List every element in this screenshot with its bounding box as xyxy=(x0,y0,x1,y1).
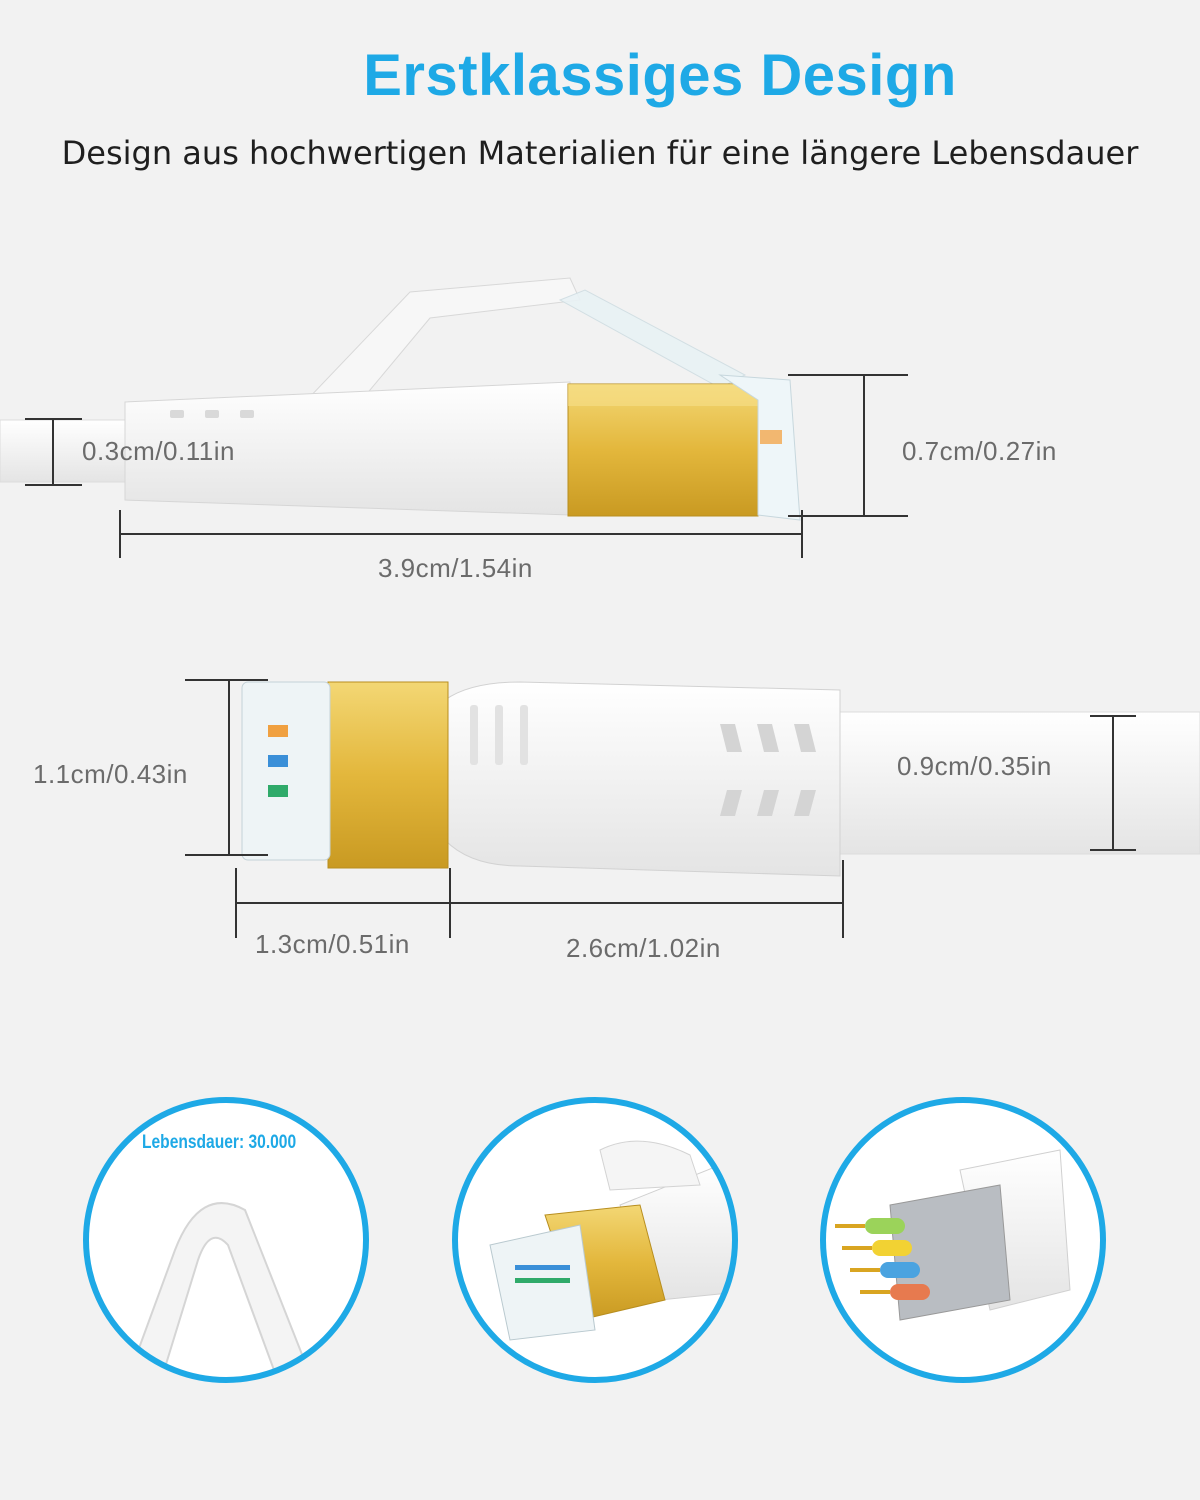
feature-circle-wires xyxy=(820,1097,1106,1383)
side-view-dimension-lines xyxy=(185,679,1136,938)
side-plug-height-label: 1.1cm/0.43in xyxy=(33,759,188,789)
feature-circle-connector xyxy=(452,1097,738,1383)
side-view-connector xyxy=(241,681,1200,877)
top-view-connector xyxy=(0,277,801,521)
top-plug-height-label: 0.7cm/0.27in xyxy=(902,436,1057,466)
side-plug-length-label: 1.3cm/0.51in xyxy=(255,929,410,959)
top-total-length-label: 3.9cm/1.54in xyxy=(378,553,533,583)
top-view-dimension-lines xyxy=(25,374,908,558)
page-title: Erstklassiges Design xyxy=(363,43,957,108)
side-boot-length-label: 2.6cm/1.02in xyxy=(566,933,721,963)
feature-circle-flex xyxy=(83,1097,369,1383)
page-subtitle: Design aus hochwertigen Materialien für … xyxy=(61,134,1139,172)
lifespan-label: Lebensdauer: 30.000 xyxy=(142,1132,297,1153)
side-cable-width-label: 0.9cm/0.35in xyxy=(897,751,1052,781)
top-cable-height-label: 0.3cm/0.11in xyxy=(82,436,235,466)
